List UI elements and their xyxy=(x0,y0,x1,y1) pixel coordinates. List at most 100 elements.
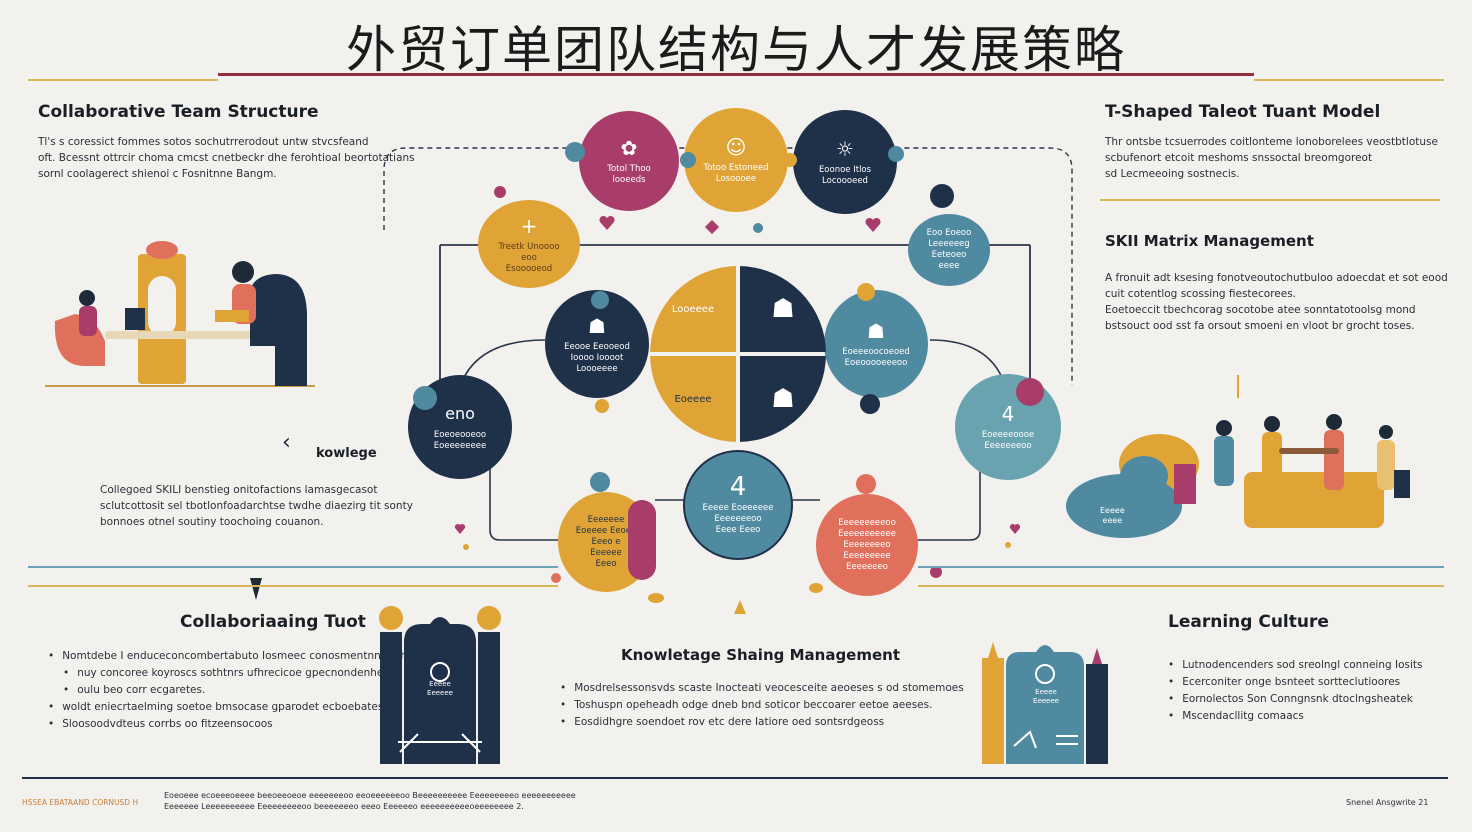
node-label: Totoo Estoneed xyxy=(703,163,769,173)
footer-right: Snenel Ansgwrite 21 xyxy=(1346,798,1429,807)
t-shaped-text: Thr ontsbe tcsuerrodes coitlonteme lonob… xyxy=(1105,134,1438,182)
quadrant-top-right: ☗ xyxy=(740,266,826,352)
knowledge-mgmt-item: Eosdidhgre soendoet rov etc dere Iatiore… xyxy=(560,714,964,731)
learning-culture-item: Lutnodencenders sod sreolngl conneing Io… xyxy=(1168,657,1422,674)
culture-gate-line: Eeeeee xyxy=(1033,697,1059,705)
skill-matrix-line: A fronuit adt ksesing fonotveoutochutbul… xyxy=(1105,272,1448,284)
learning-scene-line: eeee xyxy=(1102,516,1123,525)
quadrant-top-left: Looeeee xyxy=(650,266,736,352)
collab-tool-item: nuy concoree koyroscs sothtnrs ufhrecico… xyxy=(48,665,443,682)
page-title: 外贸订单团队结构与人才发展策略 xyxy=(346,21,1126,79)
learning-culture-item: Ecerconiter onge bsnteet sortteclutioore… xyxy=(1168,674,1423,691)
collab-tool-heading: Collaboriaaing Tuot xyxy=(180,612,366,632)
person-icon: ☗ xyxy=(588,313,606,338)
skill-matrix-line: Eoetoeccit tbechcorag socotobe atee sonn… xyxy=(1105,304,1416,316)
node-right-blob[interactable]: Eoo Eoeoo Leeeeeeg Eeteoeo eeee xyxy=(908,214,990,286)
knowledge-side-text: Collegoed SKILI benstieg onitofactions l… xyxy=(100,482,413,530)
node-label: Eeeo e xyxy=(591,536,621,547)
learning-scene-illustration xyxy=(1066,414,1410,538)
node-bottom-center[interactable]: 4 Eeeee Eoeeeeee Eeeeeeeoo Eeee Eeeo xyxy=(683,450,793,560)
node-bottom-right[interactable]: Eeeeeeeeeoo Eeeeeeeeeee Eeeeeeeeo Eeeeee… xyxy=(816,494,918,596)
collab-tool-item: woldt eniecrtaelming soetoe bmsocase gpa… xyxy=(48,699,443,716)
node-label: Eeeeeeeeeee xyxy=(838,528,896,539)
learning-culture-heading: Learning Culture xyxy=(1168,612,1329,632)
skill-matrix-heading: SKII Matrix Management xyxy=(1105,232,1314,250)
divider-top-right xyxy=(1254,79,1444,81)
node-label: Eoo Eoeoo xyxy=(926,228,972,238)
learning-culture-list: Lutnodencenders sod sreolngl conneing Io… xyxy=(1168,657,1423,725)
quadrant-bottom-right: ☗ xyxy=(740,356,826,442)
node-top-right[interactable]: ☼ Eoonoe Itlos Locoooeed xyxy=(793,110,897,214)
node-label: Eoeeeoocoeoed xyxy=(842,347,910,357)
knowledge-side-line: sclutcottosit sel tbotlonfoadarchtse twd… xyxy=(100,500,413,512)
skill-matrix-text: A fronuit adt ksesing fonotveoutochutbul… xyxy=(1105,270,1448,334)
node-label: Eeeeeeeoo xyxy=(714,513,762,524)
collab-tool-item: Nomtdebe I enduceconcombertabuto Iosmeec… xyxy=(48,648,443,665)
node-label: Losoooee xyxy=(715,174,757,184)
node-label: Locoooeed xyxy=(822,176,868,186)
learning-culture-item: Mscendacllitg comaacs xyxy=(1168,708,1423,725)
t-shaped-line: sd Lecmeeoing sostnecis. xyxy=(1105,168,1240,180)
culture-gate-illustration xyxy=(982,642,1108,764)
node-label: Eeeeeeeoo xyxy=(984,441,1032,451)
node-label: Eeee Eeeo xyxy=(715,524,761,535)
t-shaped-line: Thr ontsbe tcsuerrodes coitlonteme lonob… xyxy=(1105,136,1438,148)
collaboration-scene-illustration xyxy=(45,241,315,387)
collab-tool-list: Nomtdebe I enduceconcombertabuto Iosmeec… xyxy=(48,648,443,733)
node-label: Eoonoe Itlos xyxy=(818,165,872,175)
node-glyph: 4 xyxy=(1001,402,1015,426)
collab-structure-line: sornl coolagerect shienoi c Fosnitnne Ba… xyxy=(38,168,277,180)
node-glyph: 4 xyxy=(729,471,747,502)
knowledge-side-line: bonnoes otnel soutiny toochoing couanon. xyxy=(100,516,324,528)
knowledge-side-line: Collegoed SKILI benstieg onitofactions l… xyxy=(100,484,378,496)
divider-mid-right xyxy=(918,566,1444,568)
node-label: looeeds xyxy=(612,175,646,185)
footer-middle-line: Eeeeeee Leeeeeeeeee Eeeeeeeeeoo beeeeeee… xyxy=(164,802,524,811)
node-label: Treetk Unoooo xyxy=(498,241,560,252)
node-top-center[interactable]: ☺ Totoo Estoneed Losoooee xyxy=(684,108,788,212)
collab-tool-item: Sloosoodvdteus corrbs oo fitzeensocoos xyxy=(48,716,443,733)
node-label: Eeeeeeeo xyxy=(846,561,888,572)
knowledge-mgmt-list: Mosdrelsessonsvds scaste Inocteati veoce… xyxy=(560,680,964,731)
node-label: Eeeee Eoeeeeee xyxy=(702,502,774,513)
t-shaped-heading: T-Shaped Taleot Tuant Model xyxy=(1105,102,1381,122)
node-label: Eoeeeeoooe xyxy=(981,430,1035,440)
node-label: Ioooo Ioooot Loooeeee xyxy=(570,352,624,374)
node-label: Eoeeeeeeee xyxy=(433,441,487,451)
skill-matrix-line: bstsouct ood sst fa orsout smoeni en vlo… xyxy=(1105,320,1415,332)
divider-right-1 xyxy=(1100,199,1440,201)
node-mid-right[interactable]: ☗ Eoeeeoocoeoed Eoeooooeeeoo xyxy=(824,290,928,398)
node-left-blob[interactable]: + Treetk Unoooo eoo Esooooeod xyxy=(478,200,580,288)
person-icon: ☗ xyxy=(771,384,795,414)
divider-top-left xyxy=(28,79,218,81)
footer-middle: Eoeoeee ecoeeeoeeee beeoeeoeoe eeeeeeeoo… xyxy=(164,790,576,812)
knowledge-mgmt-item: Mosdrelsessonsvds scaste Inocteati veoce… xyxy=(560,680,963,697)
node-label: Esooooeod xyxy=(505,263,553,274)
bottom-left-accent xyxy=(628,500,656,580)
node-top-left[interactable]: ✿ Totol Thoo looeeds xyxy=(579,111,679,211)
collab-structure-heading: Collaborative Team Structure xyxy=(38,102,319,122)
node-label: Eeteoeo xyxy=(931,250,967,260)
title-underline xyxy=(218,73,1254,76)
node-label: Eeeeee xyxy=(590,547,622,558)
central-quadrant-circle[interactable]: Looeeee ☗ Eoeeee ☗ xyxy=(650,266,826,442)
node-label: Eeeeeeeeeoo xyxy=(838,517,896,528)
lightbulb-icon: ☼ xyxy=(836,137,854,161)
learning-scene-caption: Eeeee eeee xyxy=(1100,506,1125,526)
tool-gate-line: Eeeeee xyxy=(427,689,453,697)
t-shaped-line: scbufenort etcoit meshoms snssoctal breo… xyxy=(1105,152,1373,164)
learning-culture-item: Eornolectos Son Conngnsnk dtoclngsheatek xyxy=(1168,691,1423,708)
node-label: Leeeeeeg xyxy=(928,239,970,249)
learning-scene-line: Eeeee xyxy=(1100,506,1125,515)
node-label: Eeeo xyxy=(595,558,617,569)
collab-structure-line: Tl's s coressict fommes sotos sochutrrer… xyxy=(38,136,369,148)
collab-tool-item: oulu beo corr ecgaretes. xyxy=(48,682,443,699)
tool-gate-caption: Eeeee Eeeeee xyxy=(412,680,468,698)
node-label: Eeeeeeeee xyxy=(843,550,891,561)
divider-mid-right-2 xyxy=(918,585,1444,587)
skill-matrix-line: cuit cotentlog scossing fiestecorees. xyxy=(1105,288,1297,300)
footer-middle-line: Eoeoeee ecoeeeoeeee beeoeeoeoe eeeeeeeoo… xyxy=(164,791,576,800)
divider-mid-left-2 xyxy=(28,585,558,587)
brain-icon: ✿ xyxy=(620,136,638,160)
